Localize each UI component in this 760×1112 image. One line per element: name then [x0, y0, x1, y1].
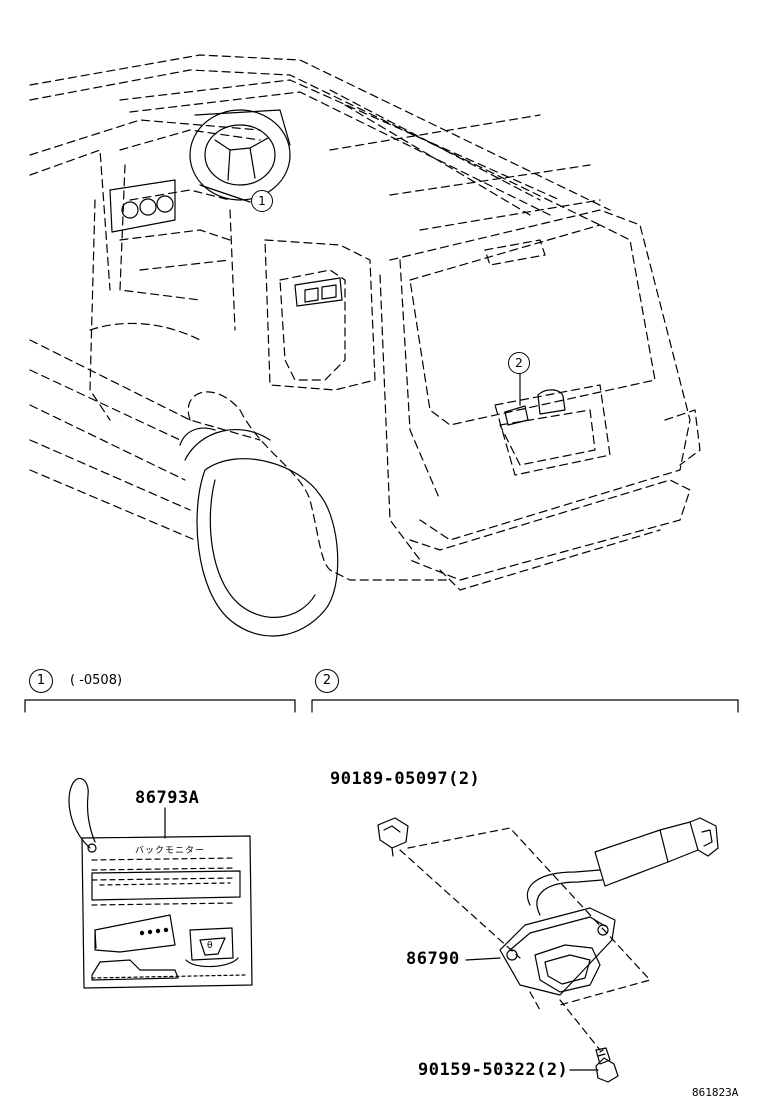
- section-2-number: 2: [315, 669, 339, 693]
- screen-number-glyph: θ: [207, 941, 213, 951]
- drawing-id: 861823A: [692, 1086, 739, 1099]
- assembly-dashed-lines: [399, 827, 651, 1051]
- callout-2: 2: [508, 352, 530, 374]
- vehicle-body-outline: [29, 54, 701, 591]
- part-label-86793A: 86793A: [135, 788, 200, 808]
- rear-wheel: [179, 427, 339, 637]
- part-label-camera: 86790: [406, 949, 460, 969]
- tag-header-text: バックモニター: [135, 846, 206, 856]
- steering-wheel: [189, 109, 291, 201]
- instrument-cluster: [109, 179, 176, 233]
- section-1-note: ( -0508): [70, 673, 123, 688]
- section-2-rule: [311, 699, 739, 713]
- part-label-clip: 90189-05097(2): [330, 769, 481, 789]
- section-1-rule: [24, 699, 296, 713]
- camera-assembly-drawing: [377, 817, 719, 1083]
- label-tag-drawing: [68, 777, 253, 989]
- part-label-screw: 90159-50322(2): [418, 1060, 569, 1080]
- rear-camera-location: [504, 389, 566, 426]
- callout-1-leader: [199, 184, 251, 203]
- callout-1: 1: [251, 190, 273, 212]
- headrest-detail: [294, 277, 343, 307]
- section-1-number: 1: [29, 669, 53, 693]
